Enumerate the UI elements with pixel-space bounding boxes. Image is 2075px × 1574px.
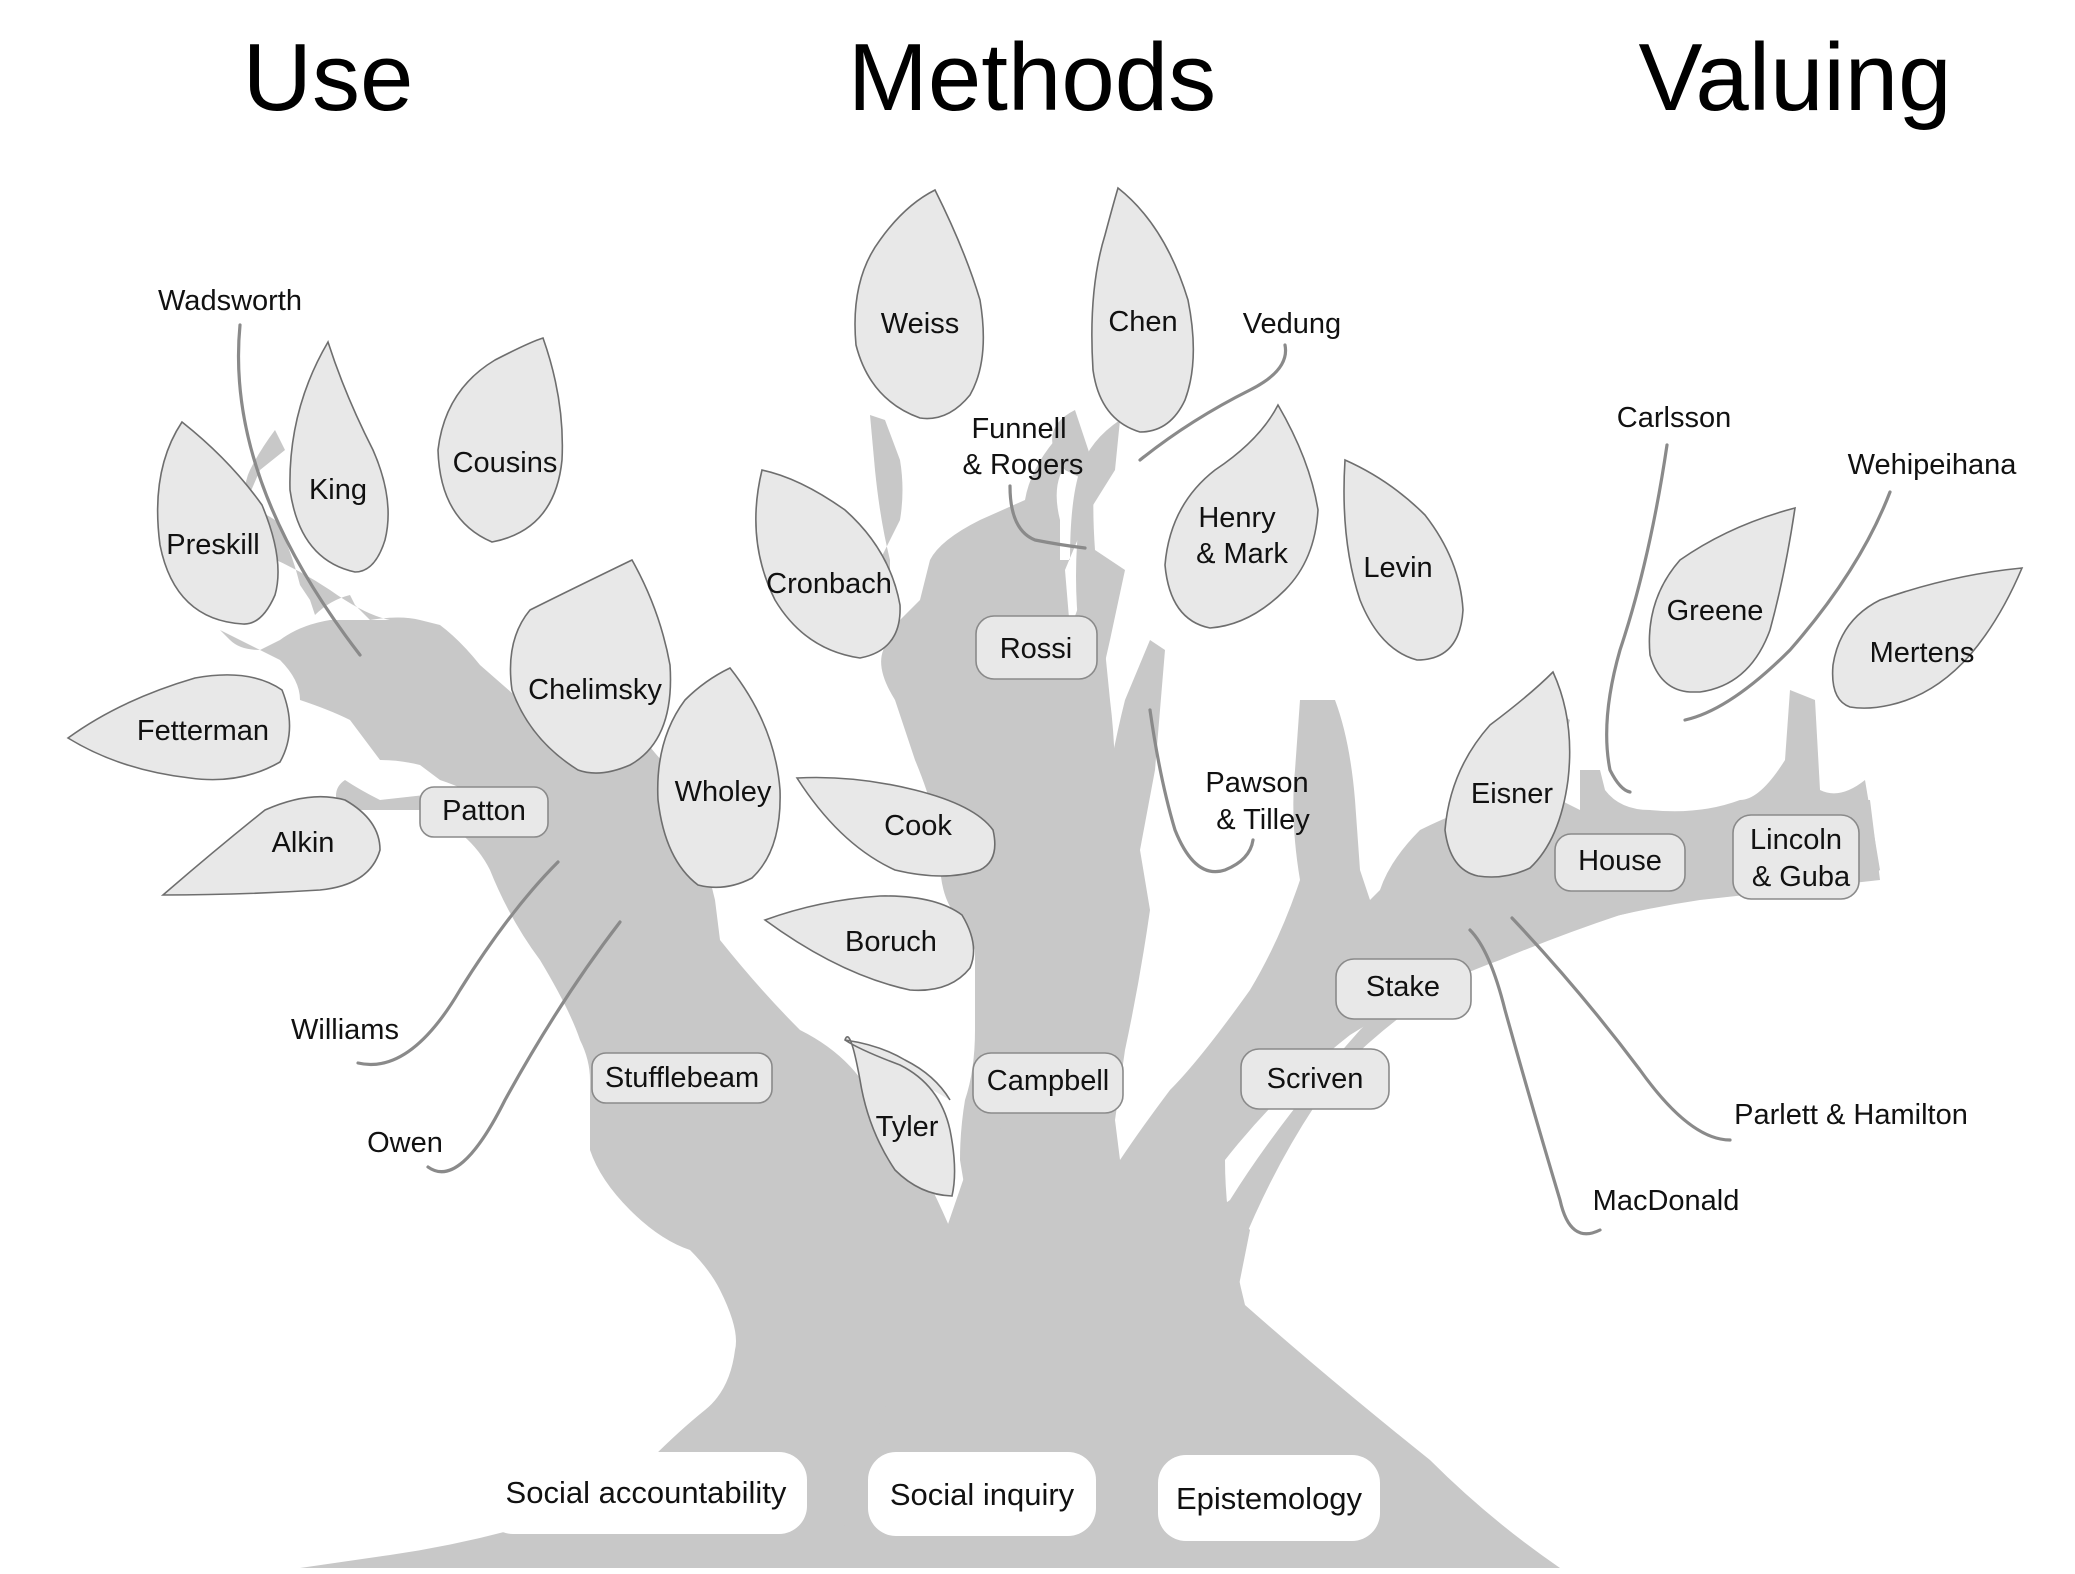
callout-line-macdonald — [1468, 928, 1602, 1236]
leaf-cook-label: Cook — [884, 810, 952, 842]
box-patton: Patton — [419, 786, 549, 838]
leaf-eisner: Eisner — [1444, 670, 1571, 878]
leaf-chen-label: Chen — [1108, 306, 1177, 338]
leaf-preskill-label: Preskill — [166, 529, 259, 561]
leaf-cousins: Cousins — [437, 337, 564, 543]
box-scriven: Scriven — [1240, 1048, 1390, 1110]
callout-line-owen — [426, 920, 622, 1174]
leaf-preskill: Preskill — [156, 420, 279, 625]
box-lincoln-guba-label-1: Lincoln — [1750, 824, 1842, 856]
root-social-inquiry: Social inquiry — [868, 1452, 1096, 1536]
callout-parlett: Parlett & Hamilton — [1734, 1099, 1968, 1131]
box-campbell: Campbell — [972, 1052, 1124, 1114]
callout-lines — [236, 323, 1892, 1236]
leaf-alkin-label: Alkin — [272, 827, 335, 859]
box-stake-label: Stake — [1366, 971, 1440, 1003]
box-campbell-label: Campbell — [987, 1065, 1110, 1097]
leaf-mertens-label: Mertens — [1870, 637, 1975, 669]
callout-line-carlsson — [1605, 443, 1669, 794]
leaf-weiss: Weiss — [854, 188, 985, 420]
leaf-chelimsky: Chelimsky — [509, 558, 672, 774]
leaf-fetterman: Fetterman — [66, 674, 291, 781]
leaf-henry-mark-label-2: & Mark — [1196, 538, 1288, 570]
box-stufflebeam: Stufflebeam — [591, 1052, 773, 1104]
callout-funnell-1: Funnell — [971, 413, 1066, 445]
heading-valuing: Valuing — [1638, 24, 1951, 131]
leaf-eisner-label: Eisner — [1471, 778, 1554, 810]
leaf-mertens: Mertens — [1831, 567, 2024, 709]
root-social-inquiry-label: Social inquiry — [890, 1477, 1075, 1512]
callout-owen: Owen — [367, 1127, 443, 1159]
leaf-wholey: Wholey — [656, 667, 781, 889]
root-epistemology-label: Epistemology — [1176, 1481, 1363, 1516]
root-social-accountability-label: Social accountability — [506, 1475, 787, 1510]
box-house: House — [1554, 833, 1686, 892]
leaf-henry-mark: Henry & Mark — [1164, 403, 1319, 629]
box-lincoln-guba-label-2: & Guba — [1752, 861, 1851, 893]
leaf-cronbach: Cronbach — [755, 469, 901, 659]
root-epistemology: Epistemology — [1158, 1455, 1380, 1541]
leaf-fetterman-label: Fetterman — [137, 715, 269, 747]
leaf-chen: Chen — [1091, 186, 1195, 433]
leaf-boruch: Boruch — [763, 895, 975, 992]
callout-macdonald: MacDonald — [1593, 1185, 1740, 1217]
leaf-levin-label: Levin — [1363, 552, 1432, 584]
callout-funnell-2: & Rogers — [963, 449, 1084, 481]
leaf-cook: Cook — [795, 776, 996, 877]
callout-line-williams — [356, 860, 560, 1066]
box-patton-label: Patton — [442, 795, 526, 827]
leaf-chelimsky-label: Chelimsky — [528, 674, 662, 706]
callout-pawson-2: & Tilley — [1216, 804, 1310, 836]
box-rossi-label: Rossi — [1000, 633, 1073, 665]
box-rossi: Rossi — [975, 615, 1098, 680]
box-stake: Stake — [1335, 958, 1472, 1020]
leaf-henry-mark-label-1: Henry — [1198, 502, 1276, 534]
leaf-tyler: Tyler — [844, 1036, 956, 1197]
tree-trunk — [220, 410, 1880, 1568]
leaf-greene-label: Greene — [1667, 595, 1764, 627]
callout-wadsworth: Wadsworth — [158, 285, 302, 317]
leaf-king-label: King — [309, 474, 367, 506]
callout-williams: Williams — [291, 1014, 399, 1046]
heading-methods: Methods — [848, 24, 1216, 131]
callout-carlsson: Carlsson — [1617, 402, 1731, 434]
leaf-wholey-label: Wholey — [675, 776, 772, 808]
box-stufflebeam-label: Stufflebeam — [605, 1062, 759, 1094]
callout-line-vedung — [1138, 343, 1288, 462]
leaf-cronbach-label: Cronbach — [766, 568, 892, 600]
leaf-cousins-label: Cousins — [453, 447, 558, 479]
box-scriven-label: Scriven — [1267, 1063, 1364, 1095]
leaf-levin: Levin — [1343, 458, 1464, 661]
leaf-king: King — [289, 340, 389, 573]
callout-vedung: Vedung — [1243, 308, 1341, 340]
leaf-weiss-label: Weiss — [881, 308, 959, 340]
root-social-accountability: Social accountability — [485, 1452, 807, 1534]
leaf-greene: Greene — [1648, 506, 1796, 693]
callout-line-wadsworth — [236, 323, 362, 657]
heading-use: Use — [243, 24, 414, 131]
leaf-alkin: Alkin — [160, 795, 381, 896]
leaf-tyler-label: Tyler — [876, 1111, 939, 1143]
box-lincoln-guba: Lincoln & Guba — [1732, 814, 1860, 900]
callout-pawson-1: Pawson — [1205, 767, 1308, 799]
leaf-boruch-label: Boruch — [845, 926, 937, 958]
callout-line-funnell — [1008, 484, 1087, 550]
callout-line-wehipeihana — [1683, 490, 1892, 722]
callout-line-pawson — [1148, 708, 1255, 874]
callout-wehipeihana: Wehipeihana — [1848, 449, 2018, 481]
callout-line-parlett — [1510, 916, 1732, 1142]
box-house-label: House — [1578, 845, 1662, 877]
